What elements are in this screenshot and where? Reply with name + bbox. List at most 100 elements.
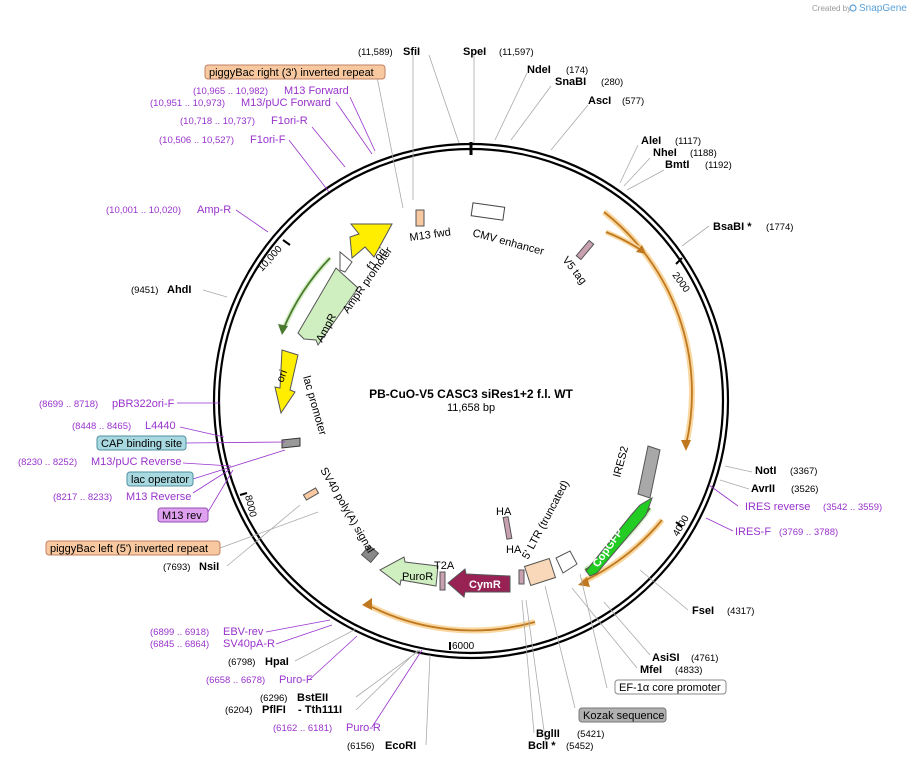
piggybac-right-box[interactable] bbox=[204, 64, 386, 80]
ori-arrow[interactable] bbox=[274, 349, 299, 415]
mfei-label[interactable]: MfeI bbox=[640, 664, 662, 676]
ampr-promoter-arrow[interactable] bbox=[339, 250, 353, 273]
bsteii-label[interactable]: BstEII bbox=[297, 692, 328, 704]
ha-label-2: HA bbox=[506, 544, 522, 556]
ires2-label: IRES2 bbox=[611, 445, 631, 479]
ef1a-core-promoter-box[interactable] bbox=[614, 679, 727, 695]
copgfp-label: CopGFP bbox=[591, 527, 626, 570]
kozak-sequence-label: Kozak sequence bbox=[583, 710, 664, 722]
spei-label[interactable]: SpeI bbox=[463, 46, 486, 58]
m13-forward-label[interactable]: M13 Forward bbox=[284, 85, 349, 97]
ha-tag-box-1[interactable] bbox=[502, 516, 513, 540]
l4440-label[interactable]: L4440 bbox=[145, 420, 176, 432]
ires-reverse-label[interactable]: IRES reverse bbox=[745, 501, 810, 513]
spei-pos: (11,597) bbox=[499, 47, 534, 58]
ndei-label[interactable]: NdeI bbox=[527, 64, 551, 76]
f1-ori-arrow[interactable] bbox=[349, 223, 393, 259]
ires-f-range: (3769 .. 3788) bbox=[779, 527, 838, 538]
alei-label[interactable]: AleI bbox=[641, 135, 661, 147]
lac-promoter-label: lac promoter bbox=[300, 375, 328, 437]
bsabi-pos: (1774) bbox=[766, 222, 793, 233]
sfii-label[interactable]: SfiI bbox=[403, 46, 420, 58]
sv40pa-r-label[interactable]: SV40pA-R bbox=[223, 638, 275, 650]
ha-label-1: HA bbox=[496, 506, 512, 518]
fsei-label[interactable]: FseI bbox=[692, 605, 714, 617]
ires-f-label[interactable]: IRES-F bbox=[735, 526, 771, 538]
bmti-label[interactable]: BmtI bbox=[665, 159, 689, 171]
asci-label[interactable]: AscI bbox=[588, 95, 611, 107]
plasmid-length: 11,658 bp bbox=[447, 402, 495, 414]
f1ori-r-label[interactable]: F1ori-R bbox=[271, 115, 308, 127]
v5-tag-box[interactable] bbox=[575, 239, 595, 261]
cymr-arrow[interactable] bbox=[447, 568, 511, 598]
sv40-label: SV40 poly(A) signal bbox=[317, 466, 376, 556]
ires2-box[interactable] bbox=[637, 445, 661, 499]
m13-rev-box[interactable] bbox=[157, 507, 209, 523]
tth111i-label[interactable]: - Tth111I bbox=[298, 704, 342, 716]
enzyme-connectors bbox=[202, 54, 753, 746]
lac-operator-box[interactable] bbox=[126, 471, 194, 487]
puro-f-label[interactable]: Puro-F bbox=[279, 674, 313, 686]
noti-label[interactable]: NotI bbox=[755, 465, 776, 477]
created-by-label: Created by bbox=[812, 4, 851, 13]
ebv-rev-label[interactable]: EBV-rev bbox=[223, 626, 264, 638]
ltr-label: 5' LTR (truncated) bbox=[520, 479, 572, 562]
ori-label: ori bbox=[275, 368, 290, 384]
bsabi-label[interactable]: BsaBI * bbox=[713, 221, 752, 233]
cmv-enhancer-label: CMV enhancer bbox=[471, 227, 545, 258]
sv40-gray-box[interactable] bbox=[360, 544, 380, 564]
piggybac-left-box[interactable] bbox=[45, 540, 221, 556]
features bbox=[274, 202, 661, 598]
sv40-polya-box[interactable] bbox=[302, 487, 320, 501]
pbr322ori-f-label[interactable]: pBR322ori-F bbox=[112, 398, 175, 410]
puror-arrow[interactable] bbox=[379, 556, 439, 587]
l4440-range: (8448 .. 8465) bbox=[72, 421, 131, 432]
avrii-label[interactable]: AvrII bbox=[751, 483, 775, 495]
f1ori-f-label[interactable]: F1ori-F bbox=[250, 134, 286, 146]
kozak-sequence-box[interactable] bbox=[578, 707, 667, 723]
m13-reverse-label[interactable]: M13 Reverse bbox=[126, 491, 191, 503]
ahdi-pos: (9451) bbox=[131, 285, 158, 296]
ha-tag-box-2[interactable] bbox=[518, 569, 525, 585]
ahdi-label[interactable]: AhdI bbox=[167, 284, 191, 296]
bcli-label[interactable]: BclI * bbox=[528, 740, 556, 752]
bglii-label[interactable]: BglII bbox=[536, 728, 560, 740]
asci-pos: (577) bbox=[622, 96, 644, 107]
m13-rev-label: M13 rev bbox=[162, 510, 202, 522]
copgfp-arrow[interactable] bbox=[585, 496, 653, 577]
nhei-label[interactable]: NheI bbox=[653, 147, 677, 159]
ltr-box[interactable] bbox=[523, 557, 557, 587]
nsii-pos: (7693) bbox=[163, 562, 190, 573]
ef1a-promoter-arrow[interactable] bbox=[555, 550, 578, 574]
lac-promoter-box[interactable] bbox=[281, 437, 301, 449]
puro-r-label[interactable]: Puro-R bbox=[346, 722, 381, 734]
cymr-label: CymR bbox=[469, 579, 501, 591]
hpai-label[interactable]: HpaI bbox=[265, 656, 289, 668]
m13-fwd-box[interactable] bbox=[415, 209, 425, 227]
tick-label-8000: 8000 bbox=[242, 494, 258, 519]
puro-f-range: (6658 .. 6678) bbox=[206, 675, 265, 686]
asisi-label[interactable]: AsiSI bbox=[652, 652, 680, 664]
bglii-pos: (5421) bbox=[577, 729, 604, 740]
piggybac-left-label: piggyBac left (5') inverted repeat bbox=[50, 543, 208, 555]
snabi-label[interactable]: SnaBI bbox=[555, 76, 586, 88]
m13-puc-reverse-label[interactable]: M13/pUC Reverse bbox=[91, 456, 181, 468]
t2a-box[interactable] bbox=[439, 571, 446, 591]
m13-puc-forward-label[interactable]: M13/pUC Forward bbox=[241, 97, 331, 109]
pbr322ori-f-range: (8699 .. 8718) bbox=[39, 399, 98, 410]
puror-label: PuroR bbox=[402, 571, 433, 583]
nhei-pos: (1188) bbox=[690, 148, 717, 159]
nsii-label[interactable]: NsiI bbox=[199, 561, 219, 573]
ndei-pos: (174) bbox=[566, 65, 588, 76]
asisi-pos: (4761) bbox=[691, 653, 718, 664]
cap-binding-site-box[interactable] bbox=[96, 435, 187, 451]
snabi-pos: (280) bbox=[601, 77, 623, 88]
cmv-enhancer-box[interactable] bbox=[470, 202, 506, 221]
ampr-arrow[interactable] bbox=[297, 267, 359, 347]
ecori-label[interactable]: EcoRI bbox=[385, 740, 416, 752]
amp-r-label[interactable]: Amp-R bbox=[197, 204, 231, 216]
amp-r-range: (10,001 .. 10,020) bbox=[106, 205, 181, 216]
pflfi-label[interactable]: PflFI bbox=[262, 704, 286, 716]
